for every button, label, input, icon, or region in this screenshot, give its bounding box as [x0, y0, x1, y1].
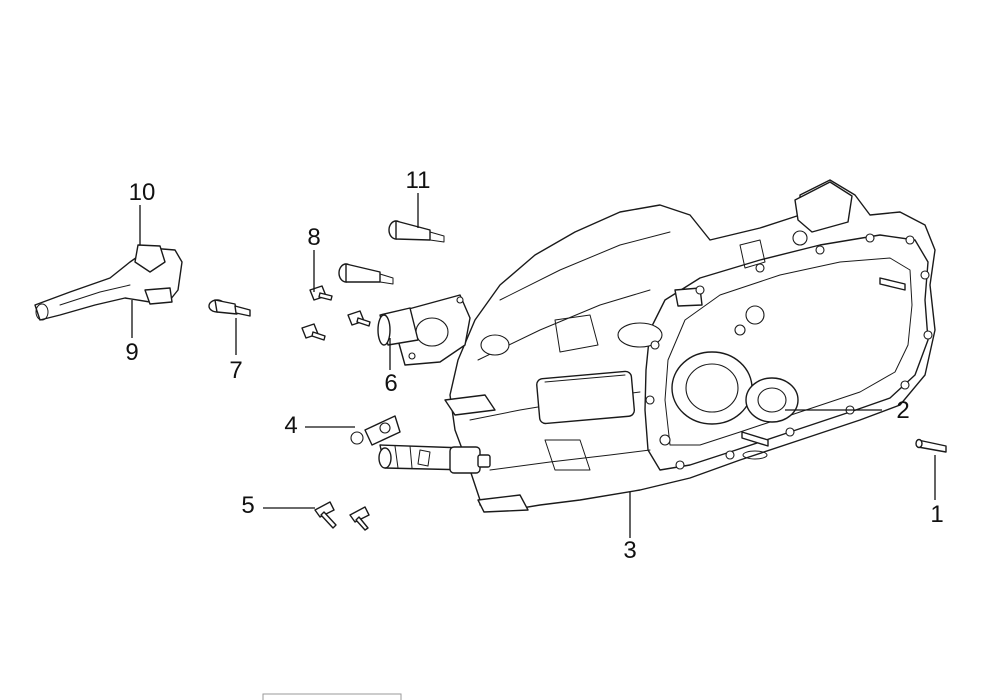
release-cylinder	[350, 415, 491, 474]
leader-lines	[131, 193, 936, 538]
housing-bolts	[338, 220, 445, 285]
bearing-retainer	[377, 294, 471, 366]
bottom-tab	[262, 693, 402, 700]
callout-10: 10	[129, 179, 156, 206]
callout-8: 8	[307, 224, 320, 251]
callout-11: 11	[406, 167, 431, 194]
callout-labels: 1 2 3 4 5 6 7 8 9 10 11	[125, 167, 943, 564]
callout-2: 2	[896, 397, 909, 424]
retainer-bolts	[301, 285, 371, 341]
pivot-stud	[208, 299, 251, 317]
callout-6: 6	[384, 370, 397, 397]
clutch-housing	[444, 179, 936, 513]
callout-1: 1	[930, 501, 943, 528]
callout-5: 5	[241, 492, 254, 519]
callout-3: 3	[623, 537, 636, 564]
cylinder-bolts	[314, 501, 370, 531]
dowel-pin	[915, 438, 947, 453]
release-fork	[34, 244, 183, 321]
callout-7: 7	[229, 357, 242, 384]
callout-4: 4	[284, 412, 297, 439]
callout-9: 9	[125, 339, 138, 366]
